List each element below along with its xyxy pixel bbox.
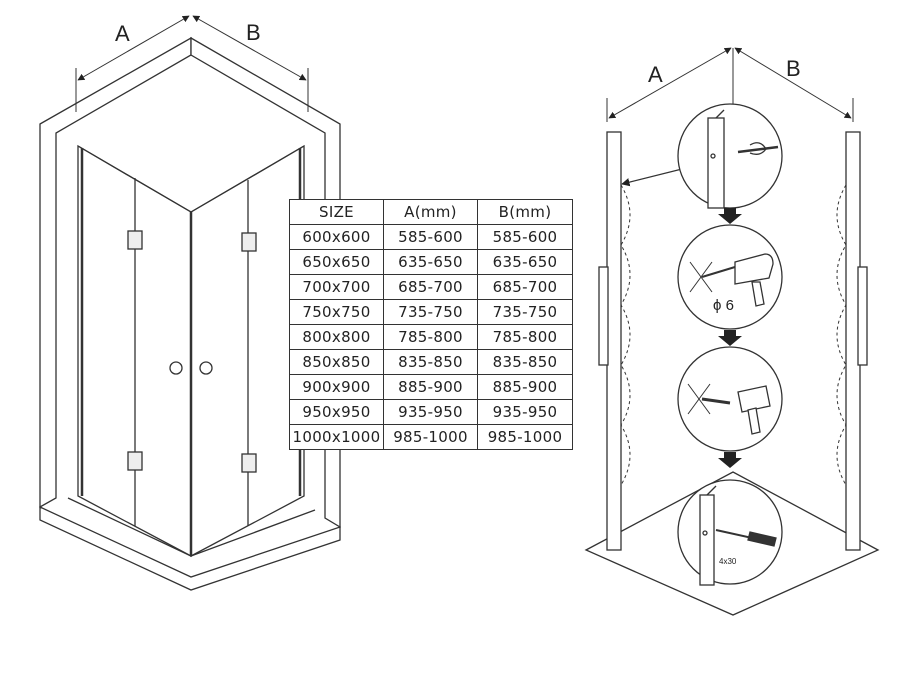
cell-size: 850x850 [289,349,384,375]
step-1-mark-circle [677,103,783,209]
step-3-plug-circle [677,346,783,452]
step-arrow-3 [718,452,742,468]
cell-a: 935-950 [383,399,478,425]
cell-b: 835-850 [477,349,573,375]
cell-a: 885-900 [383,374,478,400]
header-a-mm: A(mm) [383,199,478,225]
dimension-label-a-right: A [648,62,663,87]
dimension-label-b-left: B [246,20,261,45]
drill-size-label: ϕ 6 [713,297,734,314]
table-header-row: SIZE A(mm) B(mm) [289,199,573,225]
cell-size: 900x900 [289,374,384,400]
header-b-mm: B(mm) [477,199,573,225]
cell-size: 650x650 [289,249,384,275]
cell-b: 935-950 [477,399,573,425]
header-size: SIZE [289,199,384,225]
cell-b: 685-700 [477,274,573,300]
shower-tray [39,505,341,591]
step-arrow-1 [718,208,742,224]
cell-size: 950x950 [289,399,384,425]
dimension-label-a-left: A [115,21,130,46]
step-4-screw-circle [677,479,783,586]
cell-a: 985-1000 [383,424,478,450]
cell-b: 735-750 [477,299,573,325]
dimension-label-b-right: B [786,56,801,81]
cell-size: 600x600 [289,224,384,250]
cell-b: 985-1000 [477,424,573,450]
cell-b: 635-650 [477,249,573,275]
cell-a: 835-850 [383,349,478,375]
cell-size: 700x700 [289,274,384,300]
cell-size: 1000x1000 [289,424,384,450]
cell-a: 785-800 [383,324,478,350]
step-2-drill-circle [677,224,783,330]
cell-size: 800x800 [289,324,384,350]
cell-b: 885-900 [477,374,573,400]
cell-b: 785-800 [477,324,573,350]
cell-a: 635-650 [383,249,478,275]
screw-size-label: 4x30 [719,557,737,566]
cell-a: 685-700 [383,274,478,300]
cell-b: 585-600 [477,224,573,250]
step-arrow-2 [718,330,742,346]
right-wall [190,36,341,529]
cell-a: 585-600 [383,224,478,250]
cell-a: 735-750 [383,299,478,325]
cell-size: 750x750 [289,299,384,325]
